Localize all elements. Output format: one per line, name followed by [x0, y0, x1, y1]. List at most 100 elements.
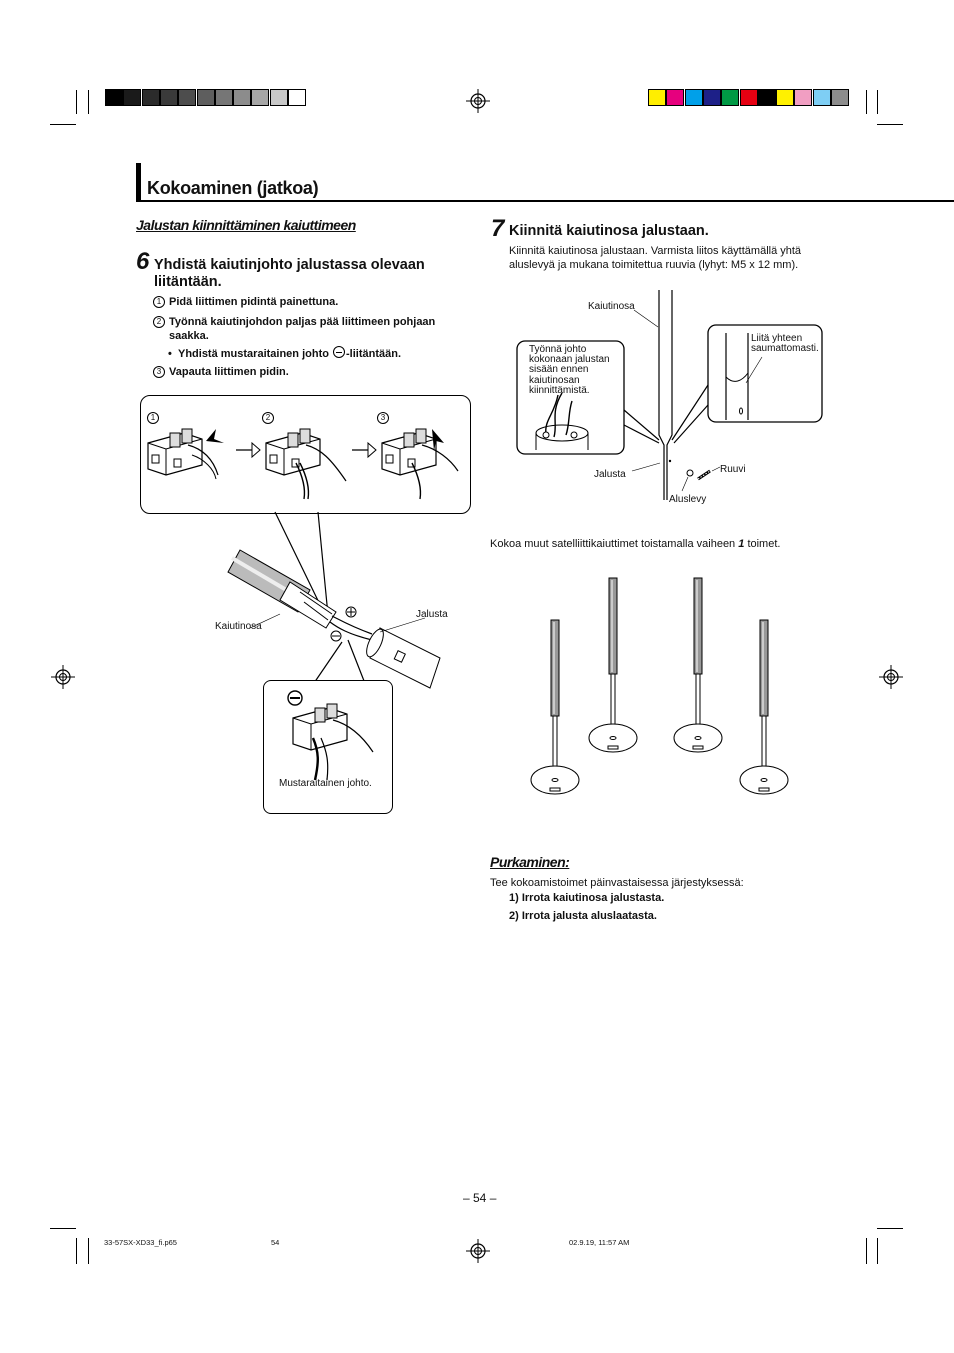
- title-rule: [136, 200, 954, 202]
- color-swatch: [123, 89, 142, 106]
- assembled-speaker-icon: [739, 619, 789, 795]
- registration-target-icon: [51, 665, 75, 689]
- color-swatch: [105, 89, 123, 106]
- label-speaker: Kaiutinosa: [588, 301, 635, 312]
- color-swatch: [178, 89, 197, 106]
- page-title: Kokoaminen (jatkoa): [147, 178, 319, 198]
- color-swatch: [141, 89, 160, 106]
- item-text: Työnnä kaiutinjohdon paljas pää liittime…: [169, 316, 436, 328]
- speaker-attach-illustration: [516, 290, 823, 500]
- label-join-seamless: Liitä yhteen saumattomasti.: [751, 333, 819, 355]
- number-circle: 1: [147, 412, 159, 424]
- item-text: -liitäntään.: [346, 348, 402, 360]
- step-body: Kiinnitä kaiutinosa jalustaan. Varmista …: [509, 245, 801, 272]
- connector-icon: [381, 428, 459, 500]
- label-stand: Jalusta: [594, 469, 626, 480]
- speaker-stand-illustration: [227, 511, 441, 689]
- step-title: Yhdistä kaiutinjohto jalustassa olevaan …: [154, 257, 425, 291]
- item-text: saakka.: [169, 330, 209, 342]
- figure-step-label: 3: [377, 412, 393, 424]
- crop-mark: [88, 1238, 89, 1264]
- crop-mark: [877, 1238, 878, 1264]
- color-swatch: [159, 89, 178, 106]
- repeat-text: Kokoa muut satelliittikaiuttimet toistam…: [490, 538, 736, 550]
- color-swatch: [757, 89, 776, 106]
- label-line: kaiutinosan: [529, 374, 580, 386]
- color-swatch: [702, 89, 721, 106]
- color-swatch: [214, 89, 233, 106]
- color-swatch: [794, 89, 813, 106]
- step-number: 7: [491, 215, 505, 242]
- registration-target-icon: [466, 89, 490, 113]
- screw-icon: [686, 466, 721, 481]
- color-swatch: [812, 89, 831, 106]
- label-line: saumattomasti.: [751, 343, 819, 355]
- disassembly-intro: Tee kokoamistoimet päinvastaisessa järje…: [490, 877, 744, 889]
- color-swatch: [684, 89, 703, 106]
- label-push-wire: Työnnä johto kokonaan jalustan sisään en…: [529, 344, 610, 396]
- label-speaker: Kaiutinosa: [215, 621, 262, 632]
- item-text: Pidä liittimen pidintä painettuna.: [169, 296, 339, 308]
- seam-detail-callout: [671, 324, 823, 444]
- registration-target-icon: [466, 1239, 490, 1263]
- color-swatch: [233, 89, 252, 106]
- body-line: aluslevyä ja mukana toimitettua ruuvia (…: [509, 258, 799, 271]
- number-circle: 2: [262, 412, 274, 424]
- black-wire-detail-panel: [263, 680, 393, 814]
- crop-mark: [866, 90, 867, 114]
- crop-mark: [88, 90, 89, 114]
- footer-filename: 33-57SX-XD33_fi.p65: [104, 1238, 177, 1247]
- color-swatch: [251, 89, 270, 106]
- repeat-text: toimet.: [747, 538, 781, 550]
- label-black-wire: Mustaraitainen johto.: [279, 778, 372, 789]
- label-screw: Ruuvi: [720, 464, 746, 475]
- color-swatch: [269, 89, 288, 106]
- assembled-speaker-icon: [588, 577, 638, 753]
- figure-step-label: 1: [147, 412, 163, 424]
- item-text: Yhdistä mustaraitainen johto: [177, 348, 329, 360]
- assembled-speaker-icon: [673, 577, 723, 753]
- disassembly-step: 2) Irrota jalusta aluslaatasta.: [509, 910, 657, 922]
- instruction-item: 3 Vapauta liittimen pidin.: [153, 365, 289, 379]
- crop-mark: [76, 90, 77, 114]
- assembled-speakers-illustration: [530, 577, 789, 795]
- step-title-line: liitäntään.: [154, 274, 222, 290]
- label-line: sisään ennen: [529, 364, 589, 376]
- step-title-line: Yhdistä kaiutinjohto jalustassa olevaan: [154, 257, 425, 273]
- crop-mark: [76, 1238, 77, 1264]
- label-stand: Jalusta: [416, 609, 448, 620]
- color-swatch: [196, 89, 215, 106]
- figure-step-label: 2: [262, 412, 278, 424]
- black-wire-connector-illustration: [287, 690, 374, 781]
- label-line: Liitä yhteen: [751, 333, 803, 344]
- label-line: Työnnä johto: [529, 344, 587, 355]
- connector-steps-illustration: [147, 428, 459, 500]
- label-line: kiinnittämistä.: [529, 384, 590, 396]
- color-swatch: [288, 89, 306, 106]
- title-marker: [136, 163, 141, 201]
- color-swatch: [739, 89, 758, 106]
- instruction-item: 1 Pidä liittimen pidintä painettuna.: [153, 295, 338, 309]
- connector-icon: [265, 428, 347, 500]
- color-swatch: [648, 89, 666, 106]
- connector-icon: [147, 428, 224, 480]
- crop-mark: [50, 1228, 76, 1229]
- crop-mark: [877, 90, 878, 114]
- assembled-speaker-icon: [530, 619, 580, 795]
- footer-timestamp: 02.9.19, 11:57 AM: [569, 1238, 630, 1247]
- bullet: •: [168, 348, 172, 360]
- registration-target-icon: [879, 665, 903, 689]
- body-line: Kiinnitä kaiutinosa jalustaan. Varmista …: [509, 245, 802, 257]
- footer-page-small: 54: [271, 1238, 280, 1247]
- repeat-instruction: Kokoa muut satelliittikaiuttimet toistam…: [490, 538, 780, 552]
- number-circle: 1: [153, 296, 165, 308]
- step-number: 6: [136, 248, 150, 275]
- color-swatch: [776, 89, 795, 106]
- disassembly-heading: Purkaminen:: [490, 854, 570, 870]
- number-circle: 3: [153, 366, 165, 378]
- section-subheading: Jalustan kiinnittäminen kaiuttimeen: [136, 217, 356, 233]
- minus-terminal-icon: [333, 346, 346, 358]
- item-text: Vapauta liittimen pidin.: [169, 366, 289, 378]
- number-circle: 3: [377, 412, 389, 424]
